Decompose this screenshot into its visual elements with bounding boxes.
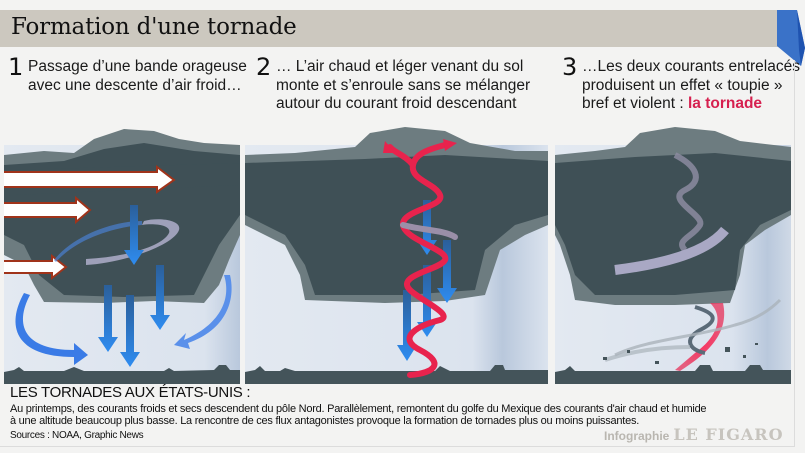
step-line: monte et s’enroule sans se mélanger: [276, 76, 531, 94]
tornado-highlight: la tornade: [687, 95, 763, 112]
storm-cloud-icon: [555, 127, 791, 305]
storm-illustration-2: [245, 127, 548, 384]
frame-border: [0, 446, 795, 447]
step-number: 2: [256, 53, 272, 81]
warm-air-spiral-icon: [383, 139, 458, 378]
cold-air-arrow-icon: [98, 205, 170, 367]
credit-label: Infographie: [604, 429, 670, 443]
step-description: Passage d’une bande orageuse avec une de…: [28, 58, 247, 95]
warm-air-arrow-icon: [4, 164, 176, 281]
step-line: …Les deux courants entrelacés: [582, 58, 800, 75]
debris-icon: [603, 298, 782, 364]
section-body: Au printemps, des courants froids et sec…: [10, 403, 707, 427]
cold-air-curve-icon: [174, 275, 232, 349]
cold-air-curve-icon: [15, 293, 88, 365]
ground-icon: [555, 365, 791, 384]
step-line: autour du courant froid descendant: [276, 95, 517, 112]
panel-1: [4, 125, 240, 384]
step-description: …Les deux courants entrelacés produisent…: [582, 58, 800, 114]
body-line: Au printemps, des courants froids et sec…: [10, 403, 707, 415]
step-line-text: bref et violent :: [582, 95, 688, 112]
step-description: … L’air chaud et léger venant du sol mon…: [276, 58, 530, 114]
frame-border: [794, 60, 795, 447]
ground-icon: [245, 365, 548, 384]
storm-illustration-1: [4, 129, 240, 384]
step-line: … L’air chaud et léger venant du sol: [276, 58, 524, 75]
brand-logo: LE FIGARO: [673, 425, 784, 444]
step-line: produisent un effet « toupie »: [582, 76, 783, 94]
title-flag-icon: [777, 10, 805, 66]
body-line: à une altitude beaucoup plus basse. La r…: [10, 415, 640, 427]
step-line: bref et violent : la tornade: [582, 95, 800, 114]
step-line: Passage d’une bande orageuse: [28, 58, 247, 75]
step-line: avec une descente d’air froid…: [28, 76, 242, 94]
step-number: 1: [8, 53, 24, 81]
page-title: Formation d'une tornade: [11, 14, 297, 40]
step-number: 3: [562, 53, 578, 81]
sources-text: Sources : NOAA, Graphic News: [10, 430, 144, 441]
cold-air-spiral-icon: [614, 152, 729, 275]
panel-2: [245, 125, 548, 384]
panel-3: [555, 125, 791, 384]
title-bar: Formation d'une tornade: [0, 10, 779, 47]
section-heading: LES TORNADES AUX ÉTATS-UNIS :: [10, 384, 251, 401]
ground-icon: [4, 365, 240, 384]
tornado-funnel-icon: [675, 303, 725, 371]
storm-cloud-icon: [245, 127, 548, 303]
storm-illustration-3: [555, 127, 791, 384]
